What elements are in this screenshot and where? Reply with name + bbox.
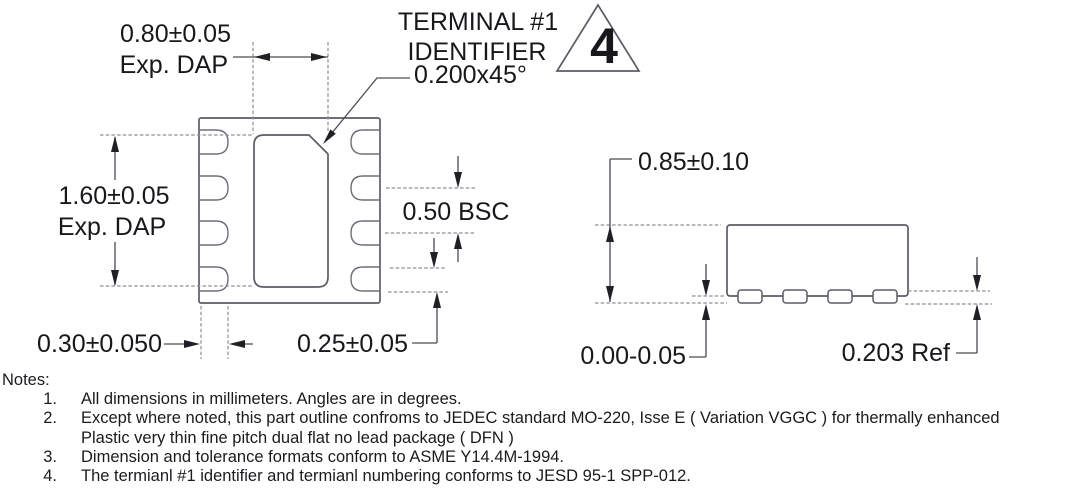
lead-length-dimension: 0.30±0.050	[37, 306, 253, 359]
note-text: All dimensions in millimeters. Angles ar…	[81, 390, 462, 409]
pad	[350, 175, 381, 201]
note-number: 2.	[43, 409, 57, 428]
pad	[198, 129, 229, 155]
side-view-body-outline	[726, 224, 909, 297]
pad	[198, 266, 229, 292]
note-text: Dimension and tolerance formats conform …	[81, 447, 565, 466]
note-text: Except where noted, this part outline co…	[81, 409, 1000, 447]
lead	[872, 289, 898, 304]
note-item-4: 4. The termianl #1 identifier and termia…	[2, 467, 1080, 486]
dap-width-label: 0.80±0.05	[120, 20, 231, 48]
note-number: 1.	[43, 390, 57, 409]
lead-length-label: 0.30±0.050	[37, 330, 162, 358]
flag-triangle-icon	[555, 3, 641, 72]
standoff-dimension: 0.00-0.05	[580, 264, 725, 370]
body-height-label: 0.85±0.10	[638, 148, 749, 176]
dap-height-sublabel: Exp. DAP	[58, 213, 166, 241]
terminal-identifier-callout: TERMINAL #1 IDENTIFIER 0.200x45°	[323, 8, 558, 144]
note-number: 3.	[43, 447, 57, 466]
lead-width-dimension: 0.25±0.05	[297, 238, 448, 358]
pad	[350, 266, 381, 292]
notes-title: Notes:	[2, 371, 50, 389]
note-flag-number: 4	[590, 18, 618, 74]
lead-pitch-label: 0.50 BSC	[402, 198, 509, 226]
lead-pitch-dimension: 0.50 BSC	[385, 156, 510, 262]
notes-section: Notes: 1. All dimensions in millimeters.…	[2, 371, 1080, 486]
note-4-flag: 4	[555, 3, 641, 74]
side-view-leads	[737, 289, 898, 304]
exposed-dap-outline	[253, 134, 329, 288]
pad	[198, 175, 229, 201]
note-text: The termianl #1 identifier and termianl …	[81, 467, 691, 486]
terminal-identifier-label-line1: TERMINAL #1	[398, 8, 558, 36]
pad	[350, 129, 381, 155]
standoff-label: 0.00-0.05	[580, 342, 686, 370]
lead-thickness-dimension: 0.203 Ref	[842, 257, 992, 367]
left-terminal-pads	[198, 129, 229, 292]
note-item-3: 3. Dimension and tolerance formats confo…	[2, 448, 1080, 467]
body-height-dimension: 0.85±0.10	[595, 148, 749, 304]
note-number: 4.	[43, 467, 57, 486]
chamfer-dimension-label: 0.200x45°	[414, 61, 527, 89]
note-item-1: 1. All dimensions in millimeters. Angles…	[2, 390, 1080, 409]
lead	[782, 289, 808, 304]
pad	[198, 220, 229, 246]
lead-thickness-label: 0.203 Ref	[842, 339, 950, 367]
note-text-line: Except where noted, this part outline co…	[81, 409, 1000, 428]
right-terminal-pads	[350, 129, 381, 292]
package-body-outline	[198, 117, 381, 304]
note-item-2: 2. Except where noted, this part outline…	[2, 409, 1080, 447]
dap-width-sublabel: Exp. DAP	[120, 51, 228, 79]
side-view: 0.85±0.10 0.00-0.05 0.203 Ref	[580, 148, 992, 370]
top-view: 0.80±0.05 Exp. DAP 1.60±0.05 Exp. DAP 0.…	[37, 3, 641, 359]
dap-height-label: 1.60±0.05	[58, 182, 169, 210]
note-text-line: Plastic very thin fine pitch dual flat n…	[81, 428, 514, 447]
lead	[827, 289, 853, 304]
lead-width-label: 0.25±0.05	[297, 330, 408, 358]
lead	[737, 289, 763, 304]
dap-width-dimension: 0.80±0.05 Exp. DAP	[120, 20, 329, 134]
pad	[350, 220, 381, 246]
terminal-identifier-label-line2: IDENTIFIER	[408, 38, 547, 66]
package-outline-drawing: 0.80±0.05 Exp. DAP 1.60±0.05 Exp. DAP 0.…	[37, 3, 992, 370]
dap-height-dimension: 1.60±0.05 Exp. DAP	[58, 134, 253, 287]
